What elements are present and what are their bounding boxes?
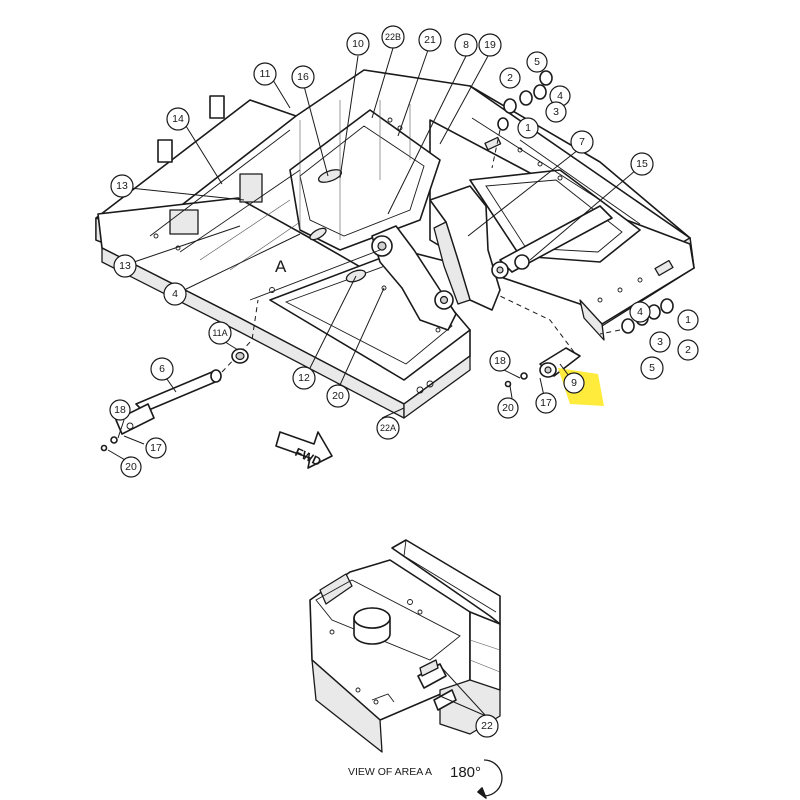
callout-3-right: 3: [649, 331, 671, 353]
callout-4-right: 4: [629, 301, 651, 323]
svg-text:13: 13: [119, 260, 131, 272]
main-frame: [95, 69, 695, 419]
svg-text:9: 9: [571, 377, 577, 389]
svg-text:19: 19: [484, 39, 496, 51]
callout-1-right: 1: [677, 309, 699, 331]
washer-stack-right: [599, 298, 674, 335]
callout-19: 19: [478, 33, 502, 57]
callout-12: 12: [292, 366, 316, 390]
callout-11a: 11A: [208, 321, 232, 345]
callout-5-top: 5: [526, 51, 548, 73]
callout-18-left: 18: [109, 399, 131, 421]
callout-10: 10: [346, 32, 370, 56]
callout-17-right: 17: [535, 392, 557, 414]
bushing-11a: [231, 348, 249, 364]
callout-22a: 22A: [376, 416, 400, 440]
callout-21: 21: [418, 28, 442, 52]
callout-13-bottom: 13: [113, 254, 137, 278]
callout-11: 11: [253, 62, 277, 86]
svg-text:2: 2: [685, 344, 691, 356]
svg-text:15: 15: [636, 158, 648, 170]
svg-text:6: 6: [159, 363, 165, 375]
area-marker: A: [275, 257, 287, 276]
callout-15: 15: [630, 152, 654, 176]
callout-4-left: 4: [163, 282, 187, 306]
pin-6: [100, 299, 259, 452]
svg-text:16: 16: [297, 71, 309, 83]
callout-22: 22: [475, 714, 499, 738]
svg-text:11A: 11A: [212, 328, 227, 338]
svg-text:17: 17: [540, 397, 552, 409]
svg-text:3: 3: [553, 106, 559, 118]
svg-text:4: 4: [172, 288, 178, 300]
callout-2-right: 2: [677, 339, 699, 361]
svg-text:17: 17: [150, 442, 162, 454]
callout-3-top: 3: [545, 101, 567, 123]
svg-text:14: 14: [172, 113, 184, 125]
svg-text:1: 1: [525, 122, 531, 134]
callout-8: 8: [454, 33, 478, 57]
svg-text:5: 5: [649, 362, 655, 374]
svg-text:2: 2: [507, 72, 513, 84]
fwd-arrow: FWD: [275, 431, 333, 469]
rotation-label: 180°: [450, 764, 481, 781]
svg-text:5: 5: [534, 56, 540, 68]
svg-text:12: 12: [298, 372, 310, 384]
callout-4-top: 4: [549, 85, 571, 107]
washer-stack-top: [491, 70, 553, 169]
svg-text:22A: 22A: [380, 423, 396, 433]
callout-18-right: 18: [489, 350, 511, 372]
svg-text:11: 11: [260, 68, 271, 80]
svg-text:4: 4: [557, 90, 563, 102]
callout-14: 14: [166, 107, 190, 131]
svg-text:22: 22: [481, 720, 493, 732]
svg-text:7: 7: [579, 136, 585, 148]
detail-view-area-a: 22 VIEW OF AREA A 180°: [309, 539, 503, 799]
svg-text:20: 20: [502, 402, 514, 414]
svg-text:10: 10: [352, 38, 364, 50]
callout-20-left: 20: [120, 456, 142, 478]
callout-5-right: 5: [640, 356, 664, 380]
callout-20-mid: 20: [326, 384, 350, 408]
view-caption: VIEW OF AREA A: [348, 766, 432, 778]
callout-6: 6: [150, 357, 174, 381]
svg-text:8: 8: [463, 39, 469, 51]
svg-text:1: 1: [685, 314, 691, 326]
callout-1-top: 1: [517, 117, 539, 139]
svg-text:18: 18: [494, 355, 506, 367]
callout-22b: 22B: [381, 25, 405, 49]
callout-9: 9: [563, 372, 585, 394]
callout-2-top: 2: [499, 67, 521, 89]
callout-7: 7: [570, 130, 594, 154]
callout-17-left: 17: [145, 437, 167, 459]
svg-text:3: 3: [657, 336, 663, 348]
callout-16: 16: [291, 65, 315, 89]
svg-text:21: 21: [424, 34, 436, 46]
pin-plate-9: [499, 295, 581, 388]
callout-13-top: 13: [110, 174, 134, 198]
svg-text:13: 13: [116, 180, 128, 192]
svg-text:20: 20: [125, 461, 137, 473]
svg-text:22B: 22B: [385, 32, 401, 42]
svg-text:4: 4: [637, 306, 643, 318]
svg-text:20: 20: [332, 390, 344, 402]
callout-20-right: 20: [497, 397, 519, 419]
svg-text:18: 18: [114, 404, 126, 416]
